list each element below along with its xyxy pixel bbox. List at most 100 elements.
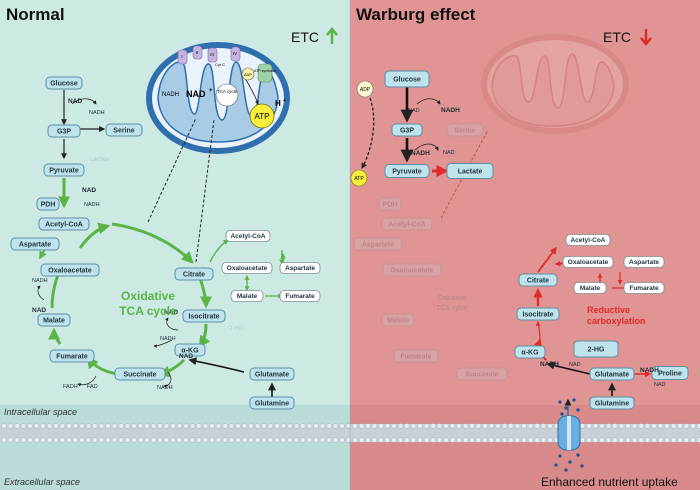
right-node-r_aspartate: Aspartate [623, 256, 665, 268]
w-cof-nadh-2: NADH [411, 150, 430, 157]
intracellular-label: Intracellular space [4, 407, 77, 417]
left-node-citrate: Citrate [174, 267, 214, 281]
svg-text:Glutamate: Glutamate [255, 371, 289, 378]
left-node-succinate: Succinate [114, 367, 166, 381]
svg-text:Fumarate: Fumarate [400, 353, 432, 360]
normal-cycle-label-2: TCA cycle [119, 304, 177, 318]
normal-title: Normal [6, 5, 65, 24]
mito-nad-label: NAD [186, 89, 206, 99]
pathway-arrow [195, 119, 215, 263]
w-cof-nadh-4: NADH [640, 367, 659, 374]
warburg-etc-label: ETC [603, 29, 631, 45]
complex-2-label: II [196, 50, 199, 55]
left-node-glutamate: Glutamate [249, 367, 295, 381]
svg-text:Malate: Malate [237, 293, 258, 300]
mito-nadh-label: NADH [162, 92, 179, 98]
pathway-arrow [440, 129, 489, 219]
pathway-arrow [546, 361, 591, 375]
pathway-arrow [537, 246, 557, 273]
svg-text:Acetyl-CoA: Acetyl-CoA [230, 233, 265, 240]
right-node-serine: Serine [446, 123, 484, 137]
nutrient-transporter-icon [557, 415, 581, 451]
pathway-arrow [78, 222, 111, 249]
right-node-pyruvate: Pyruvate [384, 164, 430, 178]
cof-nad-5: NAD [32, 307, 46, 314]
atp-synthase-icon [257, 63, 273, 83]
faded-lactate: Lactate [90, 157, 110, 163]
cof-nadh-4: NADH [157, 385, 173, 391]
warburg-title: Warburg effect [356, 5, 476, 24]
left-node-serine: Serine [105, 123, 143, 137]
left-node-r_fumarate: Fumarate [279, 290, 321, 302]
cof-nadh-3: NADH [160, 336, 176, 342]
svg-text:Isocitrate: Isocitrate [522, 311, 553, 318]
left-node-aspartate: Aspartate [10, 237, 60, 251]
right-node-aspartate: Aspartate [353, 237, 403, 251]
svg-text:Oxaloacetate: Oxaloacetate [227, 265, 268, 272]
svg-text:Oxaloacetate: Oxaloacetate [48, 267, 92, 274]
svg-text:Oxaloacetate: Oxaloacetate [390, 267, 434, 274]
mito-h-label: H [275, 99, 281, 108]
svg-text:Pyruvate: Pyruvate [392, 168, 422, 175]
w-cof-nad-3: NAD [569, 362, 581, 368]
pathway-arrow [71, 98, 97, 105]
faded-2hg: 2-HG [229, 326, 244, 332]
uptake-label: Enhanced nutrient uptake [541, 475, 678, 489]
normal-lower-bg [0, 405, 350, 490]
pathway-arrow [361, 97, 375, 170]
complex-1-label: I [181, 54, 182, 59]
left-node-r_malate: Malate [230, 290, 264, 302]
right-node-acetylcoa: Acetyl-CoA [381, 217, 433, 231]
cof-nadh-5: NADH [32, 278, 48, 284]
normal-faded-labels: Lactate 2-HG [90, 157, 244, 332]
mito-atp-label: ATP [255, 112, 270, 121]
warburg-mitochondrion [481, 34, 629, 134]
cof-nadh-1: NADH [89, 110, 105, 116]
normal-cycle-label-1: Oxidative [121, 289, 175, 303]
svg-text:Fumarate: Fumarate [285, 293, 315, 300]
right-node-r_fumarate: Fumarate [623, 282, 665, 294]
pathway-arrow [164, 317, 179, 331]
left-node-r_oxaloacetate: Oxaloacetate [221, 262, 273, 274]
right-node-fumarate: Fumarate [393, 349, 439, 363]
left-node-oxaloacetate: Oxaloacetate [40, 263, 100, 277]
cof-nad-4: NAD [179, 353, 193, 360]
adp-icon [241, 67, 255, 81]
pathway-arrow [198, 277, 212, 309]
svg-text:Glucose: Glucose [50, 80, 78, 87]
right-node-citrate: Citrate [518, 273, 558, 287]
w-cof-nadh-1: NADH [441, 107, 460, 114]
svg-text:Malate: Malate [43, 317, 65, 324]
svg-text:Fumarate: Fumarate [56, 353, 88, 360]
svg-text:Malate: Malate [580, 285, 601, 292]
right-node-r_acetylcoa: Acetyl-CoA [565, 234, 611, 246]
right-node-oxaloacetate: Oxaloacetate [382, 263, 442, 277]
right-node-r_malate: Malate [573, 282, 607, 294]
left-node-r_acetylcoa: Acetyl-CoA [225, 230, 271, 242]
left-node-glutamine: Glutamine [249, 396, 295, 410]
svg-text:2-HG: 2-HG [588, 346, 605, 353]
right-node-glucose: Glucose [384, 70, 430, 88]
pathway-arrow [147, 117, 197, 223]
left-node-glucose: Glucose [45, 76, 83, 90]
cof-nad-1: NAD [68, 98, 82, 105]
svg-text:PDH: PDH [41, 201, 56, 208]
normal-mitochondrion: I II III IV Cyt C ADP ATP synthase ATP H… [146, 42, 290, 154]
cytc-label: Cyt C [215, 62, 225, 67]
svg-text:Acetyl-CoA: Acetyl-CoA [45, 221, 83, 228]
svg-text:Serine: Serine [113, 127, 135, 134]
svg-text:Proline: Proline [658, 370, 682, 377]
svg-text:+: + [209, 88, 213, 94]
svg-text:Aspartate: Aspartate [362, 241, 394, 248]
mito-adp-label: ADP [244, 72, 253, 77]
left-node-malate: Malate [37, 313, 71, 327]
left-node-pdh: PDH [36, 197, 60, 211]
w-cof-nad-1: NAD [408, 108, 420, 114]
svg-text:Oxaloacetate: Oxaloacetate [568, 259, 609, 266]
left-node-g3p: G3P [47, 124, 81, 138]
right-node-proline: Proline [651, 366, 689, 380]
warburg-lower-bg [350, 405, 700, 490]
pathway-arrow [111, 222, 194, 264]
pathway-arrow [48, 327, 62, 345]
